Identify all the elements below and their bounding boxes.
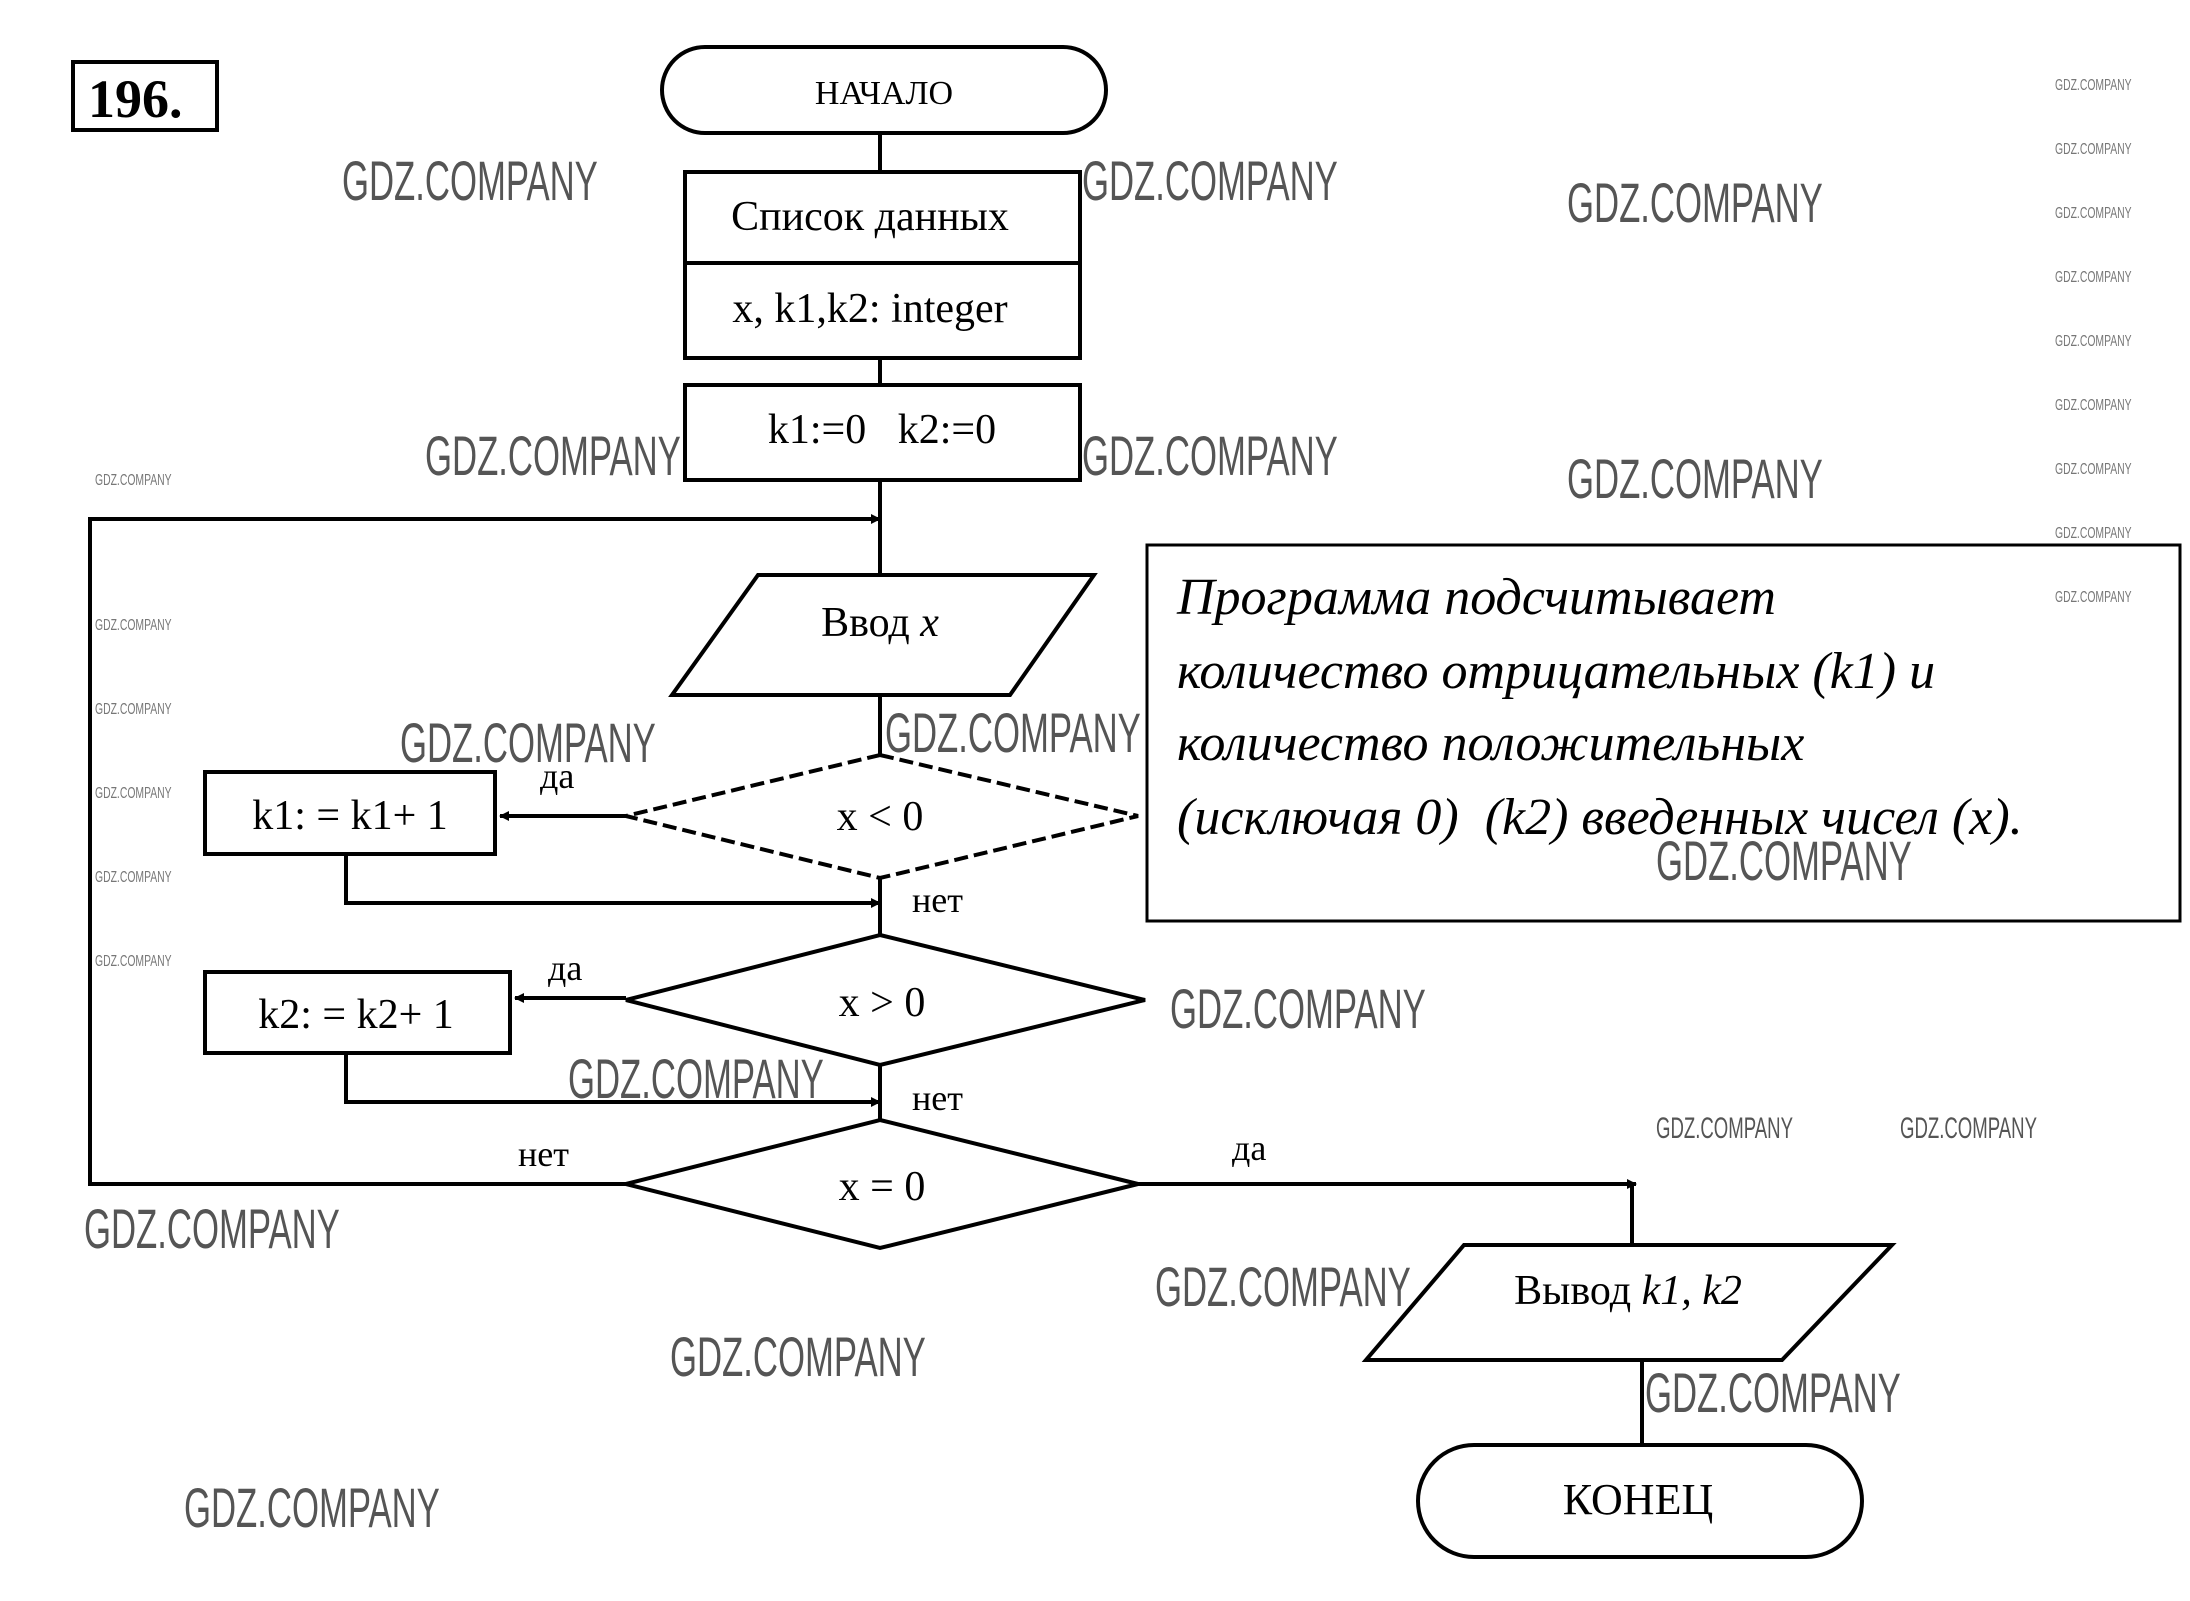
cond1-diamond xyxy=(625,752,1139,881)
declarations-body: x, k1,k2: integer xyxy=(732,286,1007,332)
watermark: GDZ.COMPANY xyxy=(400,712,656,775)
cond2-label: x > 0 xyxy=(839,980,926,1026)
watermark: GDZ.COMPANY xyxy=(184,1477,440,1540)
watermark: GDZ.COMPANY xyxy=(1082,425,1338,488)
cond2-yes-label: да xyxy=(548,948,582,988)
watermark: GDZ.COMPANY xyxy=(1170,978,1426,1041)
watermark-small: GDZ.COMPANY xyxy=(95,868,172,886)
watermark-small: GDZ.COMPANY xyxy=(2055,332,2132,350)
output-label: Вывод k1, k2 xyxy=(1514,1268,1742,1314)
init-block xyxy=(683,383,1082,482)
watermark: GDZ.COMPANY xyxy=(670,1326,926,1389)
input-block xyxy=(668,573,1098,697)
end-label: КОНЕЦ xyxy=(1563,1475,1713,1524)
watermarks-small: GDZ.COMPANY GDZ.COMPANY GDZ.COMPANY GDZ.… xyxy=(95,76,2132,1145)
watermark-small: GDZ.COMPANY xyxy=(2055,140,2132,158)
watermark: GDZ.COMPANY xyxy=(1656,830,1912,893)
note-text: Программа подсчитывает количество отрица… xyxy=(1176,569,2023,846)
start-terminator xyxy=(660,45,1108,135)
connectors xyxy=(88,133,1644,1445)
note-line-4: (исключая 0) (k2) введенных чисел (x). xyxy=(1177,789,2023,846)
watermark-medium: GDZ.COMPANY xyxy=(1656,1112,1793,1146)
watermark-medium: GDZ.COMPANY xyxy=(1900,1112,2037,1146)
watermark-small: GDZ.COMPANY xyxy=(2055,396,2132,414)
loop-back-line xyxy=(88,514,881,1186)
watermark-small: GDZ.COMPANY xyxy=(2055,76,2132,94)
note-line-3: количество положительных xyxy=(1177,715,1804,772)
watermark: GDZ.COMPANY xyxy=(1155,1256,1411,1319)
watermark-small: GDZ.COMPANY xyxy=(95,616,172,634)
assign1-label: k1: = k1+ 1 xyxy=(252,793,448,839)
watermark-small: GDZ.COMPANY xyxy=(2055,204,2132,222)
watermark-small: GDZ.COMPANY xyxy=(95,952,172,970)
cond3-yes-label: да xyxy=(1232,1128,1266,1168)
init-label: k1:=0 k2:=0 xyxy=(768,407,996,453)
watermark: GDZ.COMPANY xyxy=(1645,1362,1901,1425)
note-box xyxy=(1145,543,2182,923)
assign1-block xyxy=(203,770,497,856)
problem-number-box xyxy=(71,60,219,132)
declarations-header: Список данных xyxy=(731,194,1009,240)
assign2-block xyxy=(203,970,512,1055)
input-label: Ввод x xyxy=(821,600,939,646)
cond1-yes-label: да xyxy=(540,756,574,796)
assign2-return-line xyxy=(344,1053,881,1107)
cond2-no-label: нет xyxy=(912,1078,963,1118)
watermark: GDZ.COMPANY xyxy=(342,150,598,213)
watermark-small: GDZ.COMPANY xyxy=(95,471,172,489)
cond1-no-label: нет xyxy=(912,880,963,920)
watermark: GDZ.COMPANY xyxy=(84,1198,340,1261)
watermark-small: GDZ.COMPANY xyxy=(2055,460,2132,478)
assign2-label: k2: = k2+ 1 xyxy=(258,992,454,1038)
note-line-1: Программа подсчитывает xyxy=(1176,569,1776,626)
watermark: GDZ.COMPANY xyxy=(1567,448,1823,511)
assign1-return-line xyxy=(344,854,881,908)
note-line-2: количество отрицательных (k1) и xyxy=(1177,643,1935,700)
cond3-diamond xyxy=(625,1117,1139,1251)
watermarks-large: GDZ.COMPANY GDZ.COMPANY GDZ.COMPANY GDZ.… xyxy=(84,150,1912,1540)
watermark-small: GDZ.COMPANY xyxy=(95,784,172,802)
cond1-label: x < 0 xyxy=(837,794,924,840)
start-label: НАЧАЛО xyxy=(815,75,953,112)
watermark: GDZ.COMPANY xyxy=(425,425,681,488)
end-terminator xyxy=(1416,1443,1864,1559)
watermark-small: GDZ.COMPANY xyxy=(2055,588,2132,606)
watermark-small: GDZ.COMPANY xyxy=(2055,524,2132,542)
cond3-label: x = 0 xyxy=(839,1164,926,1210)
watermark: GDZ.COMPANY xyxy=(568,1048,824,1111)
watermark: GDZ.COMPANY xyxy=(885,702,1141,765)
problem-number: 196. xyxy=(88,69,183,129)
watermark-small: GDZ.COMPANY xyxy=(95,700,172,718)
watermark-small: GDZ.COMPANY xyxy=(2055,268,2132,286)
watermark: GDZ.COMPANY xyxy=(1567,172,1823,235)
watermark: GDZ.COMPANY xyxy=(1082,150,1338,213)
output-block xyxy=(1361,1243,1897,1362)
cond3-no-label: нет xyxy=(518,1134,569,1174)
cond2-diamond xyxy=(625,932,1146,1068)
